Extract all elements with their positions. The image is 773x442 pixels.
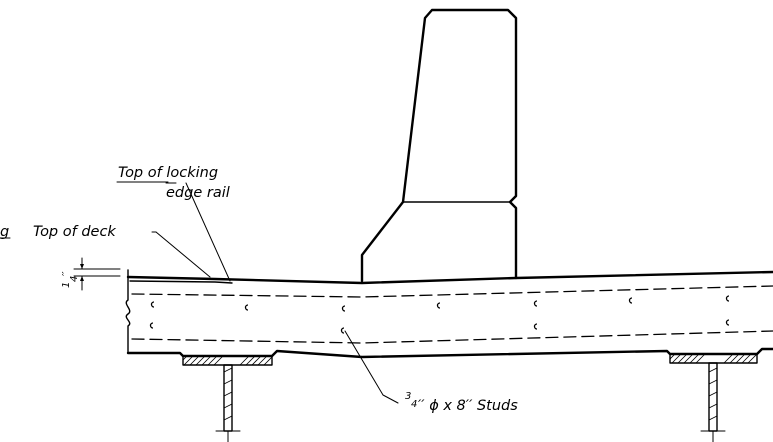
deck-top-line [126,270,773,285]
rebar-dots-top-row [150,295,730,312]
label-studs: 3 4 ′′ ϕ x 8′′ Studs [405,391,518,414]
left-girder [182,355,273,442]
deck-top-rebar-dashed [131,285,773,298]
concrete-barrier [360,8,518,283]
deck-bottom-rebar-dashed [131,330,773,344]
deck-left-edge-break [125,269,131,354]
leader-top-locking-rail [165,182,231,282]
locking-edge-rail-line [129,280,233,284]
svg-text:1: 1 [61,282,72,288]
label-top-locking-line2: edge rail [166,185,230,201]
svg-text:′′: ′′ [61,271,72,276]
svg-text:4: 4 [69,276,80,282]
svg-text:′′ ϕ x 8′′ Studs: ′′ ϕ x 8′′ Studs [418,398,518,414]
rebar-dots-bottom-row [149,319,730,334]
svg-text:3: 3 [405,391,411,402]
svg-text:4: 4 [411,399,417,410]
label-cut-letter: g [0,224,9,240]
dimension-quarter-inch: 1 4 ′′ [61,257,121,291]
label-top-of-deck: Top of deck [33,224,116,240]
deck-bottom-line [126,347,773,359]
leader-studs [344,330,399,404]
right-girder [669,353,758,442]
label-top-locking-line1: Top of locking [118,165,218,181]
leader-top-of-deck [151,231,211,278]
